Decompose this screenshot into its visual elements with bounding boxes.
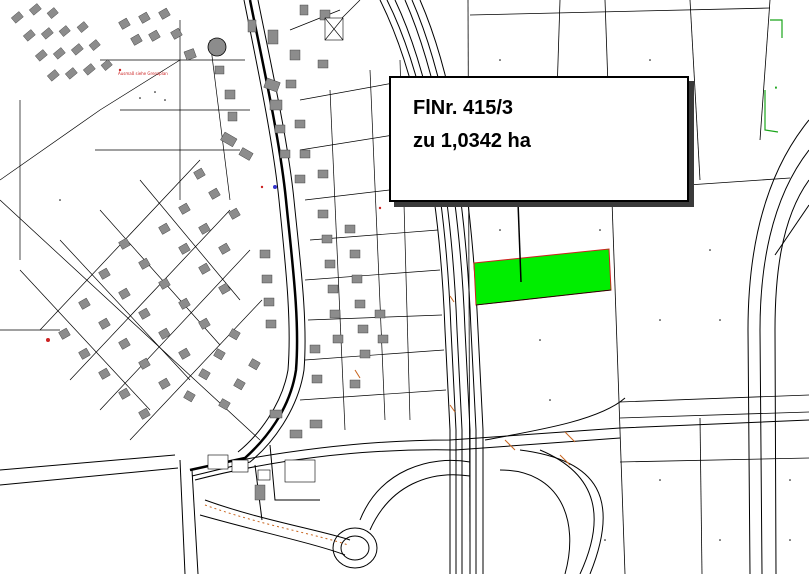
callout-parcel-number: FlNr. 415/3 [413, 97, 514, 119]
lower-roads [0, 397, 809, 574]
callout-leader-line [517, 201, 522, 283]
silo [207, 37, 227, 57]
svg-text:.: . [775, 83, 777, 90]
red-markers [46, 68, 382, 342]
tiny-map-label: Ausmaß siehe Grenzplan [118, 71, 168, 76]
green-survey-marks: . [764, 19, 783, 133]
buildings [10, 3, 389, 501]
village-parcel-lines [0, 0, 447, 441]
right-road [747, 119, 809, 574]
road-hatching [204, 295, 576, 546]
blue-marker [273, 185, 277, 189]
outline-buildings [207, 17, 344, 483]
parcel-callout: FlNr. 415/3 zu 1,0342 ha [389, 76, 689, 202]
parcel-edge-bottom [475, 289, 612, 306]
callout-parcel-area: zu 1,0342 ha [413, 130, 531, 152]
